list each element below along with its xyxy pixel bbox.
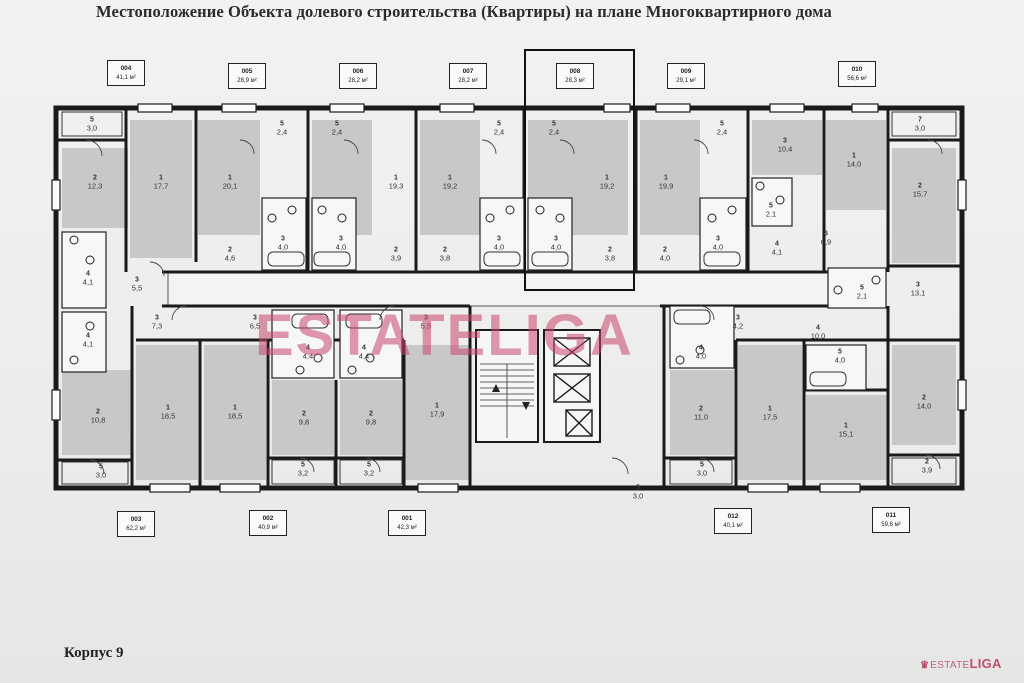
building-label: Корпус 9	[64, 645, 124, 661]
plumbing-fixtures	[69, 181, 881, 375]
brand-logo: ♛ESTATELIGA	[920, 656, 1002, 671]
stair-arrows	[492, 384, 530, 410]
bathroom-blocks	[61, 177, 887, 391]
bathtubs	[267, 251, 847, 387]
balconies	[61, 111, 957, 485]
crown-icon: ♛	[920, 660, 930, 671]
stair-treads	[480, 363, 534, 438]
door-swings	[85, 139, 943, 475]
page-title: Местоположение Объекта долевого строител…	[96, 2, 832, 21]
selected-apartment-frame	[524, 49, 635, 291]
elevator-shafts	[553, 337, 593, 437]
corridor	[167, 271, 829, 307]
watermark: ESTATELIGA	[255, 303, 634, 368]
building-outer-walls	[53, 105, 965, 491]
windows	[51, 103, 967, 493]
